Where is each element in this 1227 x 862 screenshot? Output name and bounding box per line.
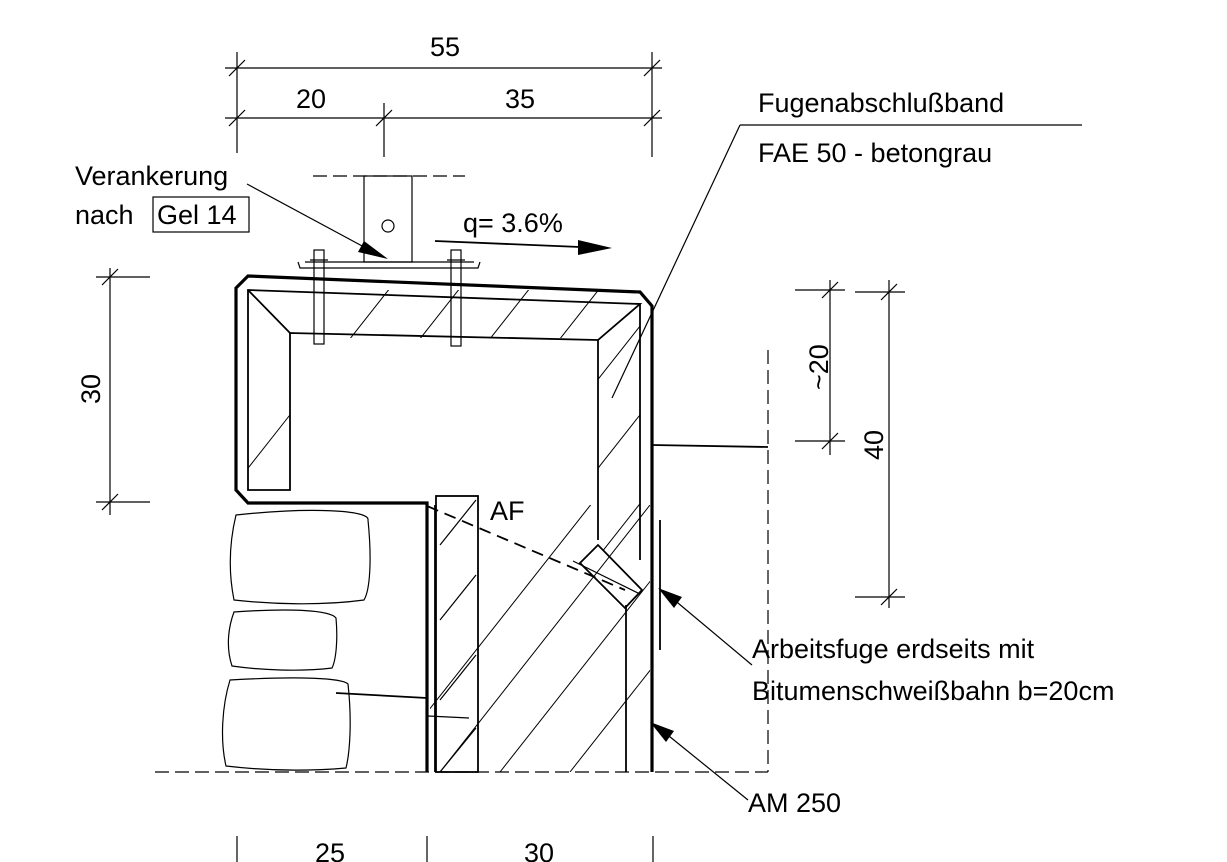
work-joint-label: Arbeitsfuge erdseits mit Bitumenschweißb…: [658, 588, 1114, 706]
joint-tape: [572, 543, 644, 610]
ground-lines: [155, 350, 769, 773]
slope-label: q= 3.6%: [463, 208, 563, 238]
anchor-label: Verankerung nach Gel 14: [75, 161, 388, 259]
concrete-section: [247, 289, 650, 772]
joint-tape-label: Fugenabschlußband FAE 50 - betongrau: [611, 88, 1082, 399]
anchor-reference: Gel 14: [157, 200, 237, 230]
dim-top-total: 55: [430, 32, 460, 62]
slope-arrow: q= 3.6%: [434, 208, 612, 255]
dim-top-right: 35: [505, 84, 535, 114]
anchor-label-line1: Verankerung: [75, 161, 228, 191]
working-joint-strip: [426, 495, 626, 773]
dimension-left: 30: [76, 268, 150, 515]
dim-left-height: 30: [76, 374, 106, 404]
dim-top-left: 20: [296, 84, 326, 114]
work-joint-label-line1: Arbeitsfuge erdseits mit: [752, 634, 1035, 664]
joint-tape-label-line1: Fugenabschlußband: [758, 88, 1004, 118]
dim-bottom-right: 30: [524, 838, 554, 862]
dimension-right: ~20 40: [795, 280, 905, 608]
backfill-stones: [221, 509, 428, 771]
dimension-bottom: 25 30: [236, 836, 654, 862]
dim-right-total: 40: [859, 430, 889, 460]
joint-tape-label-line2: FAE 50 - betongrau: [758, 138, 992, 168]
wall-outline: [234, 274, 654, 772]
dim-bottom-left: 25: [315, 838, 345, 862]
dim-right-approx: ~20: [804, 344, 834, 390]
work-joint-label-line2: Bitumenschweißbahn b=20cm: [752, 676, 1114, 706]
anchor-bracket: [297, 175, 481, 347]
membrane-label: AM 250: [650, 722, 841, 818]
membrane-label-text: AM 250: [748, 788, 841, 818]
anchor-label-line2: nach: [75, 200, 134, 230]
af-label: AF: [490, 496, 525, 526]
dimension-top: 55 20 35: [225, 32, 662, 157]
